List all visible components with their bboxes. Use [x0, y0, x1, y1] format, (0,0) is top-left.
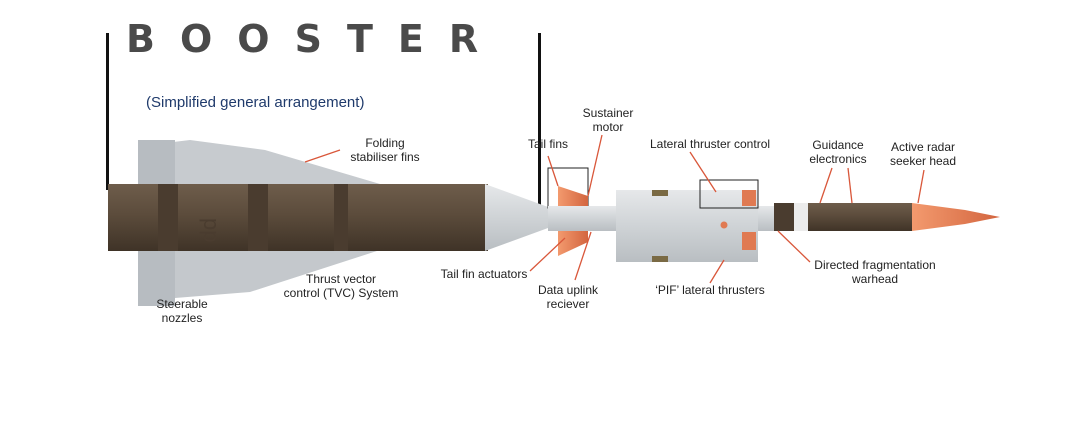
pif-copper-ring-upper [742, 190, 756, 206]
label-tvc-system: Thrust vector control (TVC) System [283, 272, 399, 300]
pif-lug-upper [652, 190, 668, 196]
leader-lines [304, 134, 925, 284]
booster-band-2 [248, 184, 268, 251]
lateral-control-frame [699, 179, 759, 209]
pif-thruster-housing [616, 190, 758, 262]
label-active-radar: Active radar seeker head [889, 140, 957, 168]
leader-lateral-control [689, 151, 717, 193]
tail-fin-upper [558, 186, 588, 209]
booster-bracket-right [538, 33, 541, 220]
leader-sustainer [587, 134, 603, 197]
guidance-section [808, 203, 912, 231]
guidance-band [794, 203, 808, 231]
leader-tail-fins [547, 155, 559, 187]
leader-guidance-2 [847, 167, 853, 204]
pif-center-dot [720, 221, 728, 229]
booster-band-1 [158, 184, 178, 251]
booster-band-3 [334, 184, 348, 251]
diagram-subtitle: (Simplified general arrangement) [146, 94, 365, 111]
label-lateral-thruster-control: Lateral thruster control [649, 137, 771, 151]
label-folding-fins: Folding stabiliser fins [350, 136, 420, 164]
tail-fin-lower [558, 228, 588, 256]
leader-pif [709, 259, 725, 284]
booster-title: BOOSTER [126, 17, 504, 61]
pif-copper-ring-lower [742, 232, 756, 250]
booster-marking: pp [199, 218, 224, 242]
leader-radar [917, 169, 925, 204]
label-data-uplink: Data uplink reciever [537, 283, 599, 311]
label-tail-fin-actuators: Tail fin actuators [440, 267, 528, 281]
label-tail-fins: Tail fins [527, 137, 568, 151]
radar-seeker-nose [912, 203, 1000, 231]
warhead-band [774, 203, 794, 231]
leader-folding-fins [304, 149, 341, 163]
label-steerable-nozzles: Steerable nozzles [156, 297, 208, 325]
booster-fin-lower [140, 250, 380, 300]
booster-fin-upper [140, 140, 380, 186]
leader-uplink [574, 231, 592, 281]
leader-guidance-1 [819, 167, 833, 204]
label-guidance-electronics: Guidance electronics [809, 138, 867, 166]
transition-cone [485, 184, 548, 251]
leader-warhead [777, 230, 811, 263]
booster-bracket-left [106, 33, 109, 190]
label-directed-warhead: Directed fragmentation warhead [814, 258, 936, 286]
pif-lug-lower [652, 256, 668, 262]
label-sustainer-motor: Sustainer motor [582, 106, 634, 134]
label-pif-thrusters: ‘PIF’ lateral thrusters [655, 283, 765, 297]
leader-tail-actuators [529, 237, 566, 272]
